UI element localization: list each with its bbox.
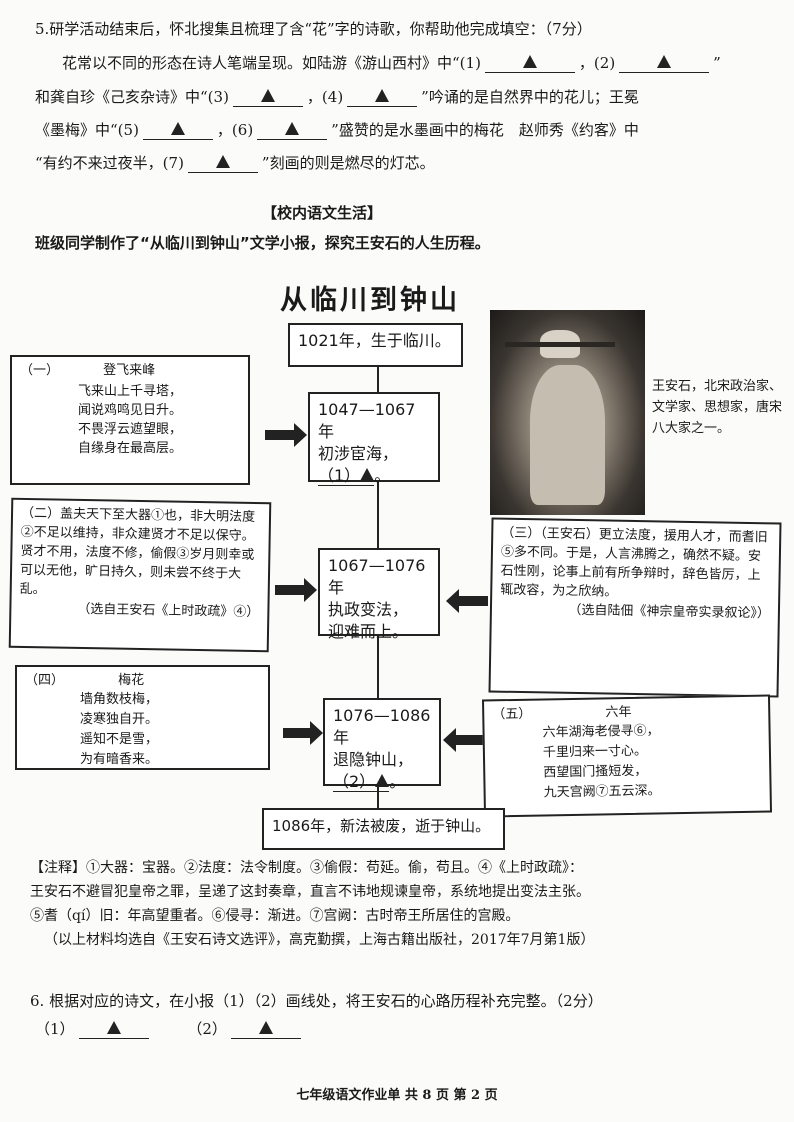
blank-7[interactable]: [187, 154, 258, 173]
answer-label: （2）: [187, 1020, 227, 1038]
box-source: （选自陆佃《神宗皇帝实录叙论》）: [568, 602, 771, 622]
arrow-right-icon: [265, 423, 307, 447]
poem-line: 为有暗香来。: [80, 752, 159, 767]
poem-line: 不畏浮云遮望眼，: [77, 422, 182, 437]
image-caption: 王安石，北宋政治家、文学家、思想家，唐宋八大家之一。: [652, 379, 783, 436]
blank-1[interactable]: [484, 54, 575, 73]
box-2: （二）盖夫天下至大器①也，非大明法度②不足以维持，非众建贤才不足以保守。贤才不用…: [8, 497, 272, 653]
stage3-box: 1076—1086年 退隐钟山， （2）。: [323, 698, 441, 792]
q6-title: 6. 根据对应的诗文，在小报（1）（2）画线处，将王安石的心路历程补充完整。（2…: [30, 992, 603, 1010]
stage-text: 退隐钟山，: [333, 750, 414, 769]
triangle-icon: [106, 1021, 121, 1034]
text: 和龚自珍《己亥杂诗》中“(3): [35, 88, 229, 106]
text: ，(6): [216, 121, 254, 139]
box-source: （选自王安石《上时政疏》④）: [77, 601, 260, 621]
triangle-icon: [375, 774, 390, 787]
born-box: 1021年，生于临川。: [288, 323, 463, 367]
stage-blank-1[interactable]: （1）: [318, 466, 375, 486]
notes-line: ⑤耆（qí）旧：年高望重者。⑥侵寻：渐进。⑦宫阙：古时帝王所居住的宫殿。: [30, 908, 520, 924]
poem-line: 自缘身在最高层。: [77, 441, 182, 456]
poem-title: 梅花: [118, 673, 145, 688]
blank-label: （2）: [333, 772, 376, 791]
poem-line: 遥知不是雪，: [80, 732, 159, 747]
q5-line4: “有约不来过夜半，(7) ”刻画的则是燃尽的灯芯。: [35, 152, 435, 173]
box-4: （四） 梅花 墙角数枝梅， 凌寒独自开。 遥知不是雪， 为有暗香来。: [15, 665, 270, 770]
triangle-icon: [522, 55, 537, 68]
triangle-icon: [215, 155, 230, 168]
stage2-box: 1067—1076年 执政变法， 迎难而上。: [318, 548, 440, 641]
text: ，(2): [578, 54, 616, 72]
section-intro: 班级同学制作了“从临川到钟山”文学小报，探究王安石的人生历程。: [35, 234, 490, 252]
stage-blank-2[interactable]: （2）: [333, 772, 390, 792]
stage1-box: 1047—1067年 初涉宦海， （1）。: [308, 392, 440, 486]
arrow-right-icon: [275, 578, 317, 602]
arrow-right-icon: [283, 721, 323, 745]
blank-5[interactable]: [142, 121, 213, 140]
stage-years: 1047—1067年: [318, 400, 416, 441]
stage-text: 迎难而上。: [328, 622, 409, 641]
text: ”: [713, 54, 721, 72]
blank-3[interactable]: [232, 88, 303, 107]
poem-line: 墙角数枝梅，: [80, 692, 159, 707]
arrow-left-icon: [446, 589, 488, 613]
notes-line: 【注释】①大器：宝器。②法度：法令制度。③偷假：苟延。偷，苟且。④《上时政疏》：: [30, 860, 583, 876]
stage-years: 1067—1076年: [328, 556, 426, 597]
page-footer: 七年级语文作业单 共 8 页 第 2 页: [296, 1088, 498, 1103]
q5-line3: 《墨梅》中“(5) ，(6) ”盛赞的是水墨画中的梅花 赵师秀《约客》中: [35, 119, 639, 140]
box-text: （三）（王安石）更立法度，援用人才，而耆旧⑤多不同。于是，人言沸腾之，确然不疑。…: [500, 525, 768, 600]
text: 《墨梅》中“(5): [35, 121, 139, 139]
poem-title: 六年: [605, 704, 632, 721]
text: ”刻画的则是燃尽的灯芯。: [261, 154, 435, 172]
blank-6[interactable]: [257, 121, 328, 140]
q6-answers: （1） （2）: [35, 1018, 305, 1039]
box-number: （五）: [492, 706, 532, 723]
text: “有约不来过夜半，(7): [35, 154, 184, 172]
text: 花常以不同的形态在诗人笔端呈现。如陆游《游山西村》中“(1): [62, 54, 481, 72]
box-5: （五） 六年 六年湖海老侵寻⑥， 千里归来一寸心。 西望国门搔短发， 九天宫阙⑦…: [481, 694, 773, 818]
text: ，(4): [306, 88, 344, 106]
notes-line: 王安石不避冒犯皇帝之罪，呈递了这封奏章，直言不讳地规谏皇帝，系统地提出变法主张。: [30, 884, 590, 900]
triangle-icon: [260, 89, 275, 102]
box-3: （三）（王安石）更立法度，援用人才，而耆旧⑤多不同。于是，人言沸腾之，确然不疑。…: [488, 517, 782, 698]
q5-line1: 花常以不同的形态在诗人笔端呈现。如陆游《游山西村》中“(1) ，(2) ”: [62, 52, 721, 73]
answer-blank-2[interactable]: [230, 1020, 301, 1039]
q5-title: 5.研学活动结束后，怀北搜集且梳理了含“花”字的诗歌，你帮助他完成填空：（7分）: [35, 20, 592, 38]
triangle-icon: [258, 1021, 273, 1034]
triangle-icon: [170, 122, 185, 135]
poem-line: 闻说鸡鸣见日升。: [77, 403, 182, 418]
blank-2[interactable]: [619, 54, 710, 73]
death-box: 1086年，新法被废，逝于钟山。: [262, 808, 505, 850]
text: ”吟诵的是自然界中的花儿；王冕: [421, 88, 639, 106]
q5-line2: 和龚自珍《己亥杂诗》中“(3) ，(4) ”吟诵的是自然界中的花儿；王冕: [35, 86, 639, 107]
answer-label: （1）: [35, 1020, 75, 1038]
poem-title: 登飞来峰: [103, 363, 156, 378]
blank-label: （1）: [318, 466, 361, 485]
triangle-icon: [657, 55, 672, 68]
box-1: （一） 登飞来峰 飞来山上千寻塔， 闻说鸡鸣见日升。 不畏浮云遮望眼， 自缘身在…: [10, 355, 250, 485]
poem-line: 飞来山上千寻塔，: [77, 384, 182, 399]
poem-line: 凌寒独自开。: [80, 712, 159, 727]
paper-title: 从临川到钟山: [280, 285, 460, 316]
box-number: （四）: [25, 673, 65, 688]
stage-years: 1076—1086年: [333, 706, 431, 747]
triangle-icon: [285, 122, 300, 135]
wang-anshi-statue-image: [490, 310, 645, 515]
poem-line: 九天宫阙⑦五云深。: [543, 783, 661, 801]
answer-blank-1[interactable]: [78, 1020, 149, 1039]
triangle-icon: [360, 468, 375, 481]
blank-4[interactable]: [347, 88, 418, 107]
box-number: （一）: [20, 363, 60, 378]
section-heading: 【校内语文生活】: [262, 204, 383, 222]
stage-text: 执政变法，: [328, 600, 409, 619]
triangle-icon: [375, 89, 390, 102]
text: ”盛赞的是水墨画中的梅花 赵师秀《约客》中: [331, 121, 639, 139]
notes-line: （以上材料均选自《王安石诗文选评》，高克勤撰，上海古籍出版社，2017年7月第1…: [44, 932, 595, 948]
stage-text: 初涉宦海，: [318, 444, 399, 463]
box-text: （二）盖夫天下至大器①也，非大明法度②不足以维持，非众建贤才不足以保守。贤才不用…: [19, 505, 256, 598]
notes: 【注释】①大器：宝器。②法度：法令制度。③偷假：苟延。偷，苟且。④《上时政疏》：…: [30, 856, 594, 952]
arrow-left-icon: [443, 728, 483, 752]
